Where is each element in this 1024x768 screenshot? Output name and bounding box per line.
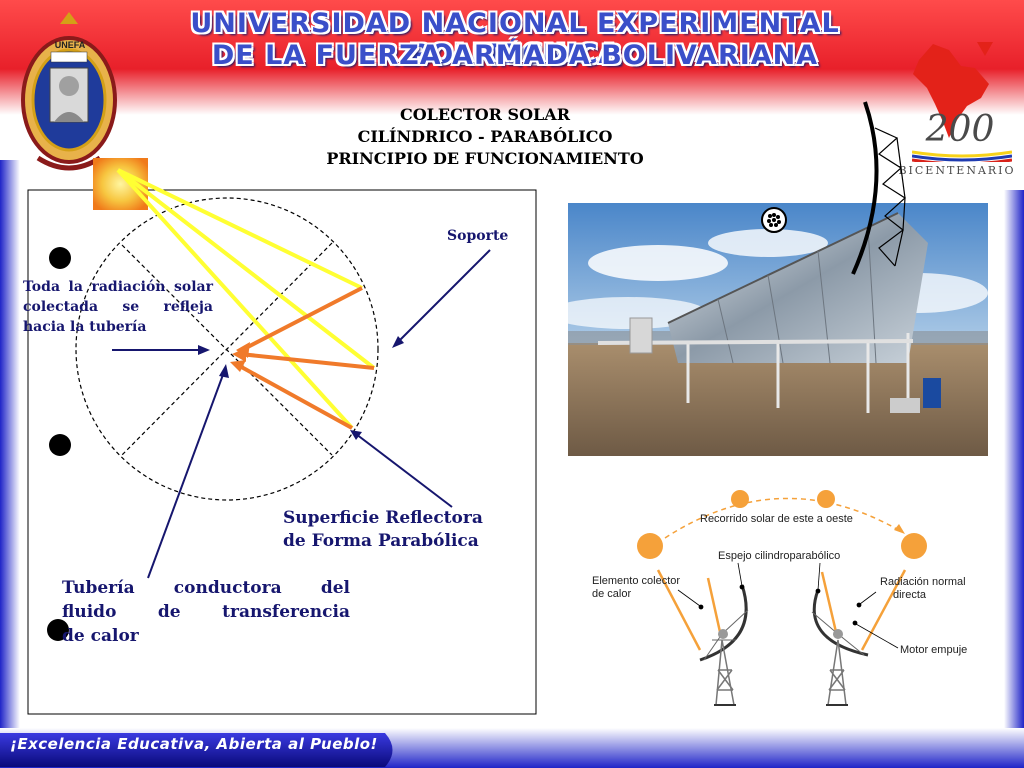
schematic-radiation-label-2: directa bbox=[893, 589, 927, 601]
bicentenario-map-logo bbox=[913, 42, 993, 138]
dashed-circle bbox=[75, 197, 379, 501]
schematic-motor-label: Motor empuje bbox=[900, 644, 968, 656]
bullet-dot bbox=[49, 247, 71, 269]
pipe-label-1: Tubería conductora del bbox=[62, 578, 350, 598]
unefa-logo-text: UNEFA bbox=[54, 40, 86, 50]
reflective-surface-label-1: Superficie Reflectora bbox=[283, 508, 483, 528]
pipe-label-2: fluido de transferencia bbox=[62, 602, 350, 622]
schematic-sun bbox=[901, 533, 927, 559]
schematic-sun bbox=[817, 490, 835, 508]
schematic-sun bbox=[637, 533, 663, 559]
footer-slogan: ¡Excelencia Educativa, Abierta al Pueblo… bbox=[10, 735, 378, 753]
receiver-tube-icon bbox=[761, 207, 787, 233]
title-line-1: COLECTOR SOLAR bbox=[399, 105, 570, 124]
bullet-dot bbox=[49, 434, 71, 456]
unefa-crest-logo bbox=[21, 12, 117, 171]
trough-structure-icon bbox=[851, 101, 906, 275]
title-line-2: CILÍNDRICO - PARABÓLICO bbox=[357, 127, 613, 146]
pipe-label-3: de calor bbox=[62, 626, 139, 646]
reflective-surface-label-2: de Forma Parabólica bbox=[283, 531, 479, 551]
header-line-1: UNIVERSIDAD NACIONAL EXPERIMENTAL POLITÉ… bbox=[190, 8, 840, 70]
schematic-collector-label-2: de calor bbox=[592, 588, 632, 600]
bicentenario-word: BICENTENARIO bbox=[898, 164, 1016, 177]
support-label: Soporte bbox=[447, 228, 509, 244]
schematic-collector-label-1: Elemento colector bbox=[592, 575, 681, 587]
title-line-3: PRINCIPIO DE FUNCIONAMIENTO bbox=[326, 149, 644, 168]
bicentenario-number: 200 bbox=[925, 109, 995, 150]
solar-path-arc bbox=[664, 497, 903, 539]
schematic-solar-path-label: Recorrido solar de este a oeste bbox=[700, 513, 853, 525]
schematic-radiation-label-1: Radiación normal bbox=[880, 576, 966, 588]
venezuela-flag-stripe bbox=[912, 150, 1012, 162]
schematic-mirror-label: Espejo cilindroparabólico bbox=[718, 550, 841, 562]
header-line-2: DE LA FUERZA ARMADA BOLIVARIANA bbox=[211, 40, 819, 71]
schematic-sun bbox=[731, 490, 749, 508]
radiation-reflection-label: Toda la radiación solar colectada se ref… bbox=[23, 279, 213, 335]
bullet-dot bbox=[47, 619, 69, 641]
